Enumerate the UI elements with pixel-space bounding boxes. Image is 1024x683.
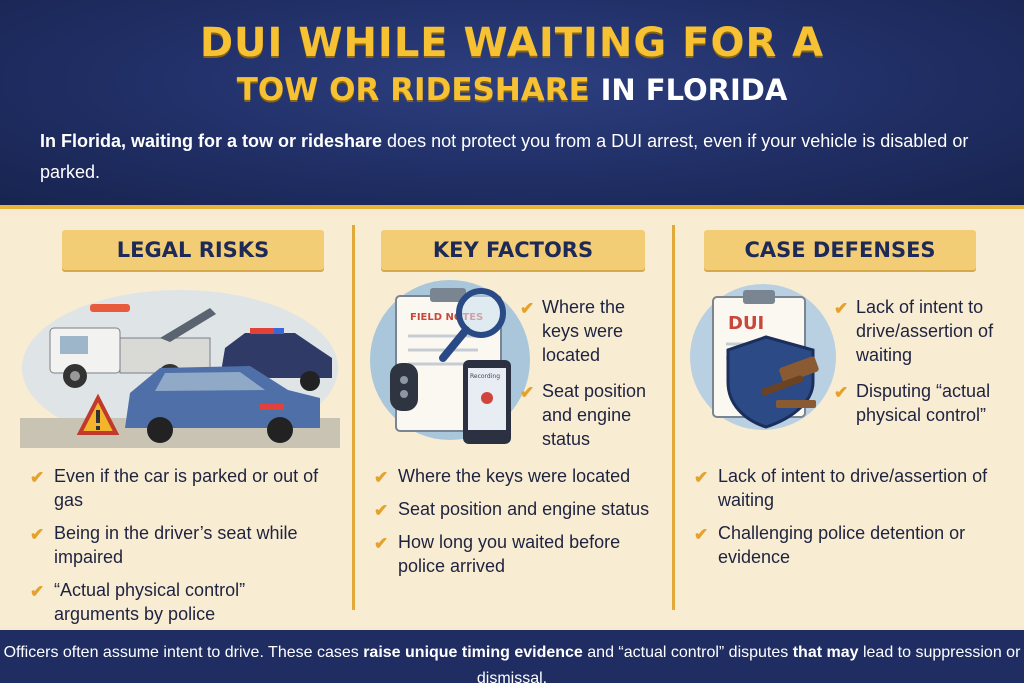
footer-bold-1: raise unique timing evidence [363, 644, 583, 661]
title-line-2-gold: TOW OR RIDESHARE [236, 72, 590, 108]
list-item: ✔ Being in the driver’s seat while impair… [30, 521, 330, 569]
legal-risks-heading: LEGAL RISKS [62, 230, 324, 270]
intro-bold: In Florida, waiting for a tow or ridesha… [40, 131, 383, 151]
list-item: ✔ Challenging police detention or evidenc… [694, 521, 1012, 569]
tow-scene-illustration [20, 290, 340, 448]
check-icon: ✔ [834, 299, 849, 318]
case-defenses-heading: CASE DEFENSES [704, 230, 976, 270]
column-divider-1 [352, 225, 355, 610]
intro-rest: does not protect you from a DUI arrest, … [40, 131, 969, 182]
list-item-text: “Actual physical control” arguments by p… [54, 580, 246, 624]
dui-document-illustration: DUI [690, 284, 836, 430]
list-item-text: Challenging police detention or evidence [718, 523, 966, 567]
list-item: ✔ How long you waited before police arriv… [374, 530, 666, 578]
key-factors-side-list: ✔ Where the keys were located ✔ Seat posit… [520, 295, 660, 463]
field-notes-label: FIELD NOTES [410, 312, 483, 323]
check-icon: ✔ [30, 525, 45, 544]
key-factors-list: ✔ Where the keys were located ✔ Seat posit… [374, 464, 666, 587]
sedan-icon [125, 366, 320, 443]
list-item: ✔ Where the keys were located [374, 464, 666, 488]
list-item-text: Where the keys were located [398, 466, 631, 486]
check-icon: ✔ [694, 468, 709, 487]
footer-text-2: and “actual control” disputes [582, 644, 793, 661]
list-item-text: Seat position and engine status [542, 381, 647, 449]
list-item-text: Being in the driver’s seat while impaire… [54, 523, 298, 567]
check-icon: ✔ [694, 525, 709, 544]
list-item-text: Even if the car is parked or out of gas [54, 466, 319, 510]
list-item-text: Lack of intent to drive/assertion of wai… [856, 297, 994, 365]
list-item-text: Lack of intent to drive/assertion of wai… [718, 466, 988, 510]
list-item: ✔ Lack of intent to drive/assertion of wa… [834, 295, 1004, 367]
check-icon: ✔ [374, 501, 389, 520]
footer-bold-2: that may [792, 644, 859, 661]
check-icon: ✔ [834, 383, 849, 402]
list-item: ✔ Even if the car is parked or out of gas [30, 464, 330, 512]
list-item-text: Seat position and engine status [398, 499, 650, 519]
list-item: ✔ Lack of intent to drive/assertion of wa… [694, 464, 1012, 512]
title-line-2: TOW OR RIDESHARE IN FLORIDA [0, 72, 1024, 108]
header: DUI WHILE WAITING FOR A TOW OR RIDESHARE… [0, 0, 1024, 205]
list-item-text: How long you waited before police arrive… [398, 532, 621, 576]
intro-text: In Florida, waiting for a tow or ridesha… [40, 126, 1000, 188]
list-item-text: Disputing “actual physical control” [856, 381, 991, 425]
gavel-icon [761, 356, 819, 408]
check-icon: ✔ [374, 534, 389, 553]
check-icon: ✔ [520, 299, 535, 318]
footer-note: Officers often assume intent to drive. T… [0, 630, 1024, 683]
title-line-1: DUI WHILE WAITING FOR A [199, 20, 825, 66]
phone-label: Recording [470, 373, 500, 380]
check-icon: ✔ [30, 582, 45, 601]
list-item: ✔ Seat position and engine status [374, 497, 666, 521]
list-item: ✔ Where the keys were located [520, 295, 660, 367]
key-factors-heading: KEY FACTORS [381, 230, 645, 270]
check-icon: ✔ [374, 468, 389, 487]
header-gold-rule [0, 205, 1024, 209]
magnifier-icon [439, 288, 506, 362]
list-item: ✔ “Actual physical control” arguments by … [30, 578, 330, 626]
list-item: ✔ Disputing “actual physical control” [834, 379, 1004, 427]
list-item: ✔ Seat position and engine status [520, 379, 660, 451]
case-defenses-side-list: ✔ Lack of intent to drive/assertion of wa… [834, 295, 1004, 439]
footer-text-3: lead to suppression or dismissal. [476, 644, 1021, 683]
list-item-text: Where the keys were located [542, 297, 626, 365]
check-icon: ✔ [30, 468, 45, 487]
column-divider-2 [672, 225, 675, 610]
dui-label: DUI [728, 313, 764, 334]
title-line-2-white: IN FLORIDA [600, 73, 788, 107]
phone-icon: Recording [463, 360, 511, 444]
legal-risks-list: ✔ Even if the car is parked or out of gas… [30, 464, 330, 635]
warning-triangle-icon [76, 393, 120, 435]
car-key-fob-icon [390, 363, 418, 411]
check-icon: ✔ [520, 383, 535, 402]
footer-text-1: Officers often assume intent to drive. T… [3, 644, 364, 661]
field-notes-illustration: FIELD NOTES Recording [370, 280, 530, 444]
case-defenses-list: ✔ Lack of intent to drive/assertion of wa… [694, 464, 1012, 578]
